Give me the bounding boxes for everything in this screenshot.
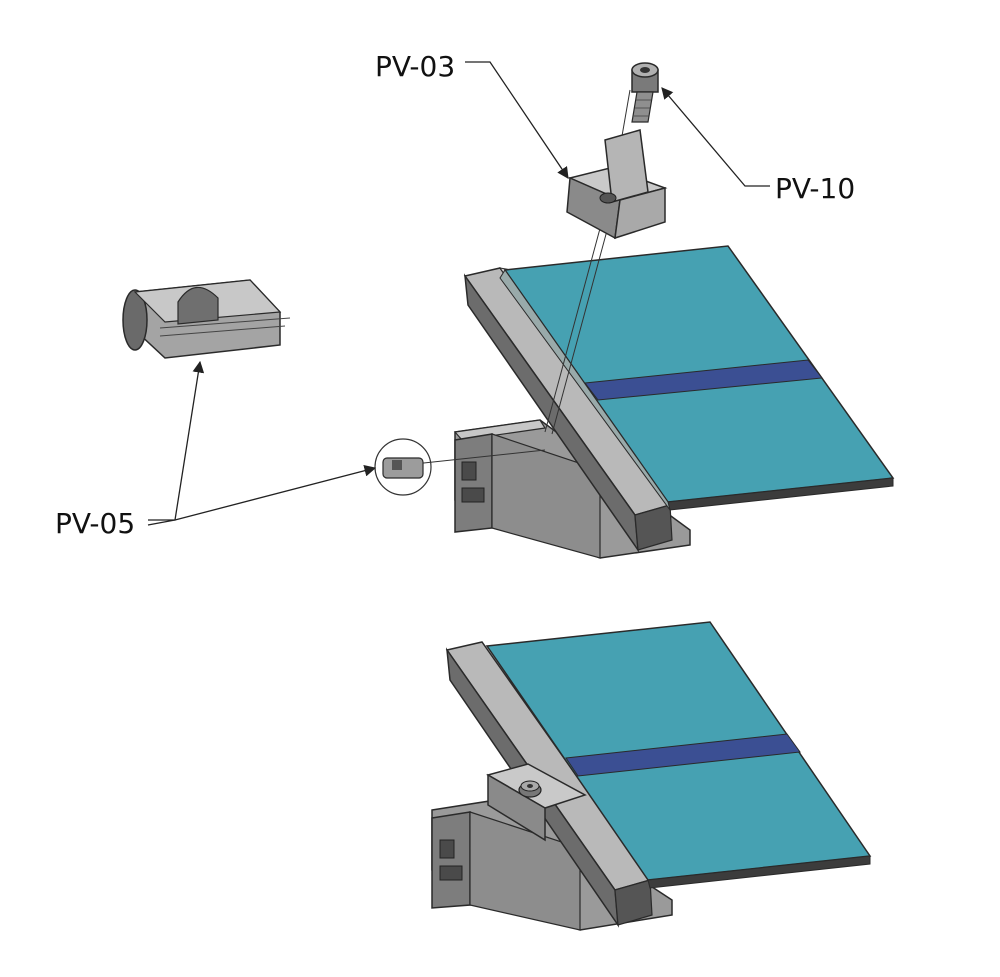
slot-nut-icon: [374, 438, 432, 496]
label-pv-10: PV-10: [775, 172, 855, 205]
exploded-assembly: [122, 62, 895, 559]
end-clamp-icon: [566, 129, 668, 240]
slot-nut-detail-icon: [122, 279, 291, 359]
leaders: [147, 61, 770, 526]
label-pv-03: PV-03: [375, 50, 455, 83]
socket-cap-screw-icon: [631, 62, 659, 123]
solar-panel-top: [499, 245, 895, 511]
label-pv-05: PV-05: [55, 507, 135, 540]
assembled-view: [431, 621, 872, 931]
installed-clamp-icon: [486, 763, 587, 842]
solar-panel-bottom: [485, 621, 872, 889]
